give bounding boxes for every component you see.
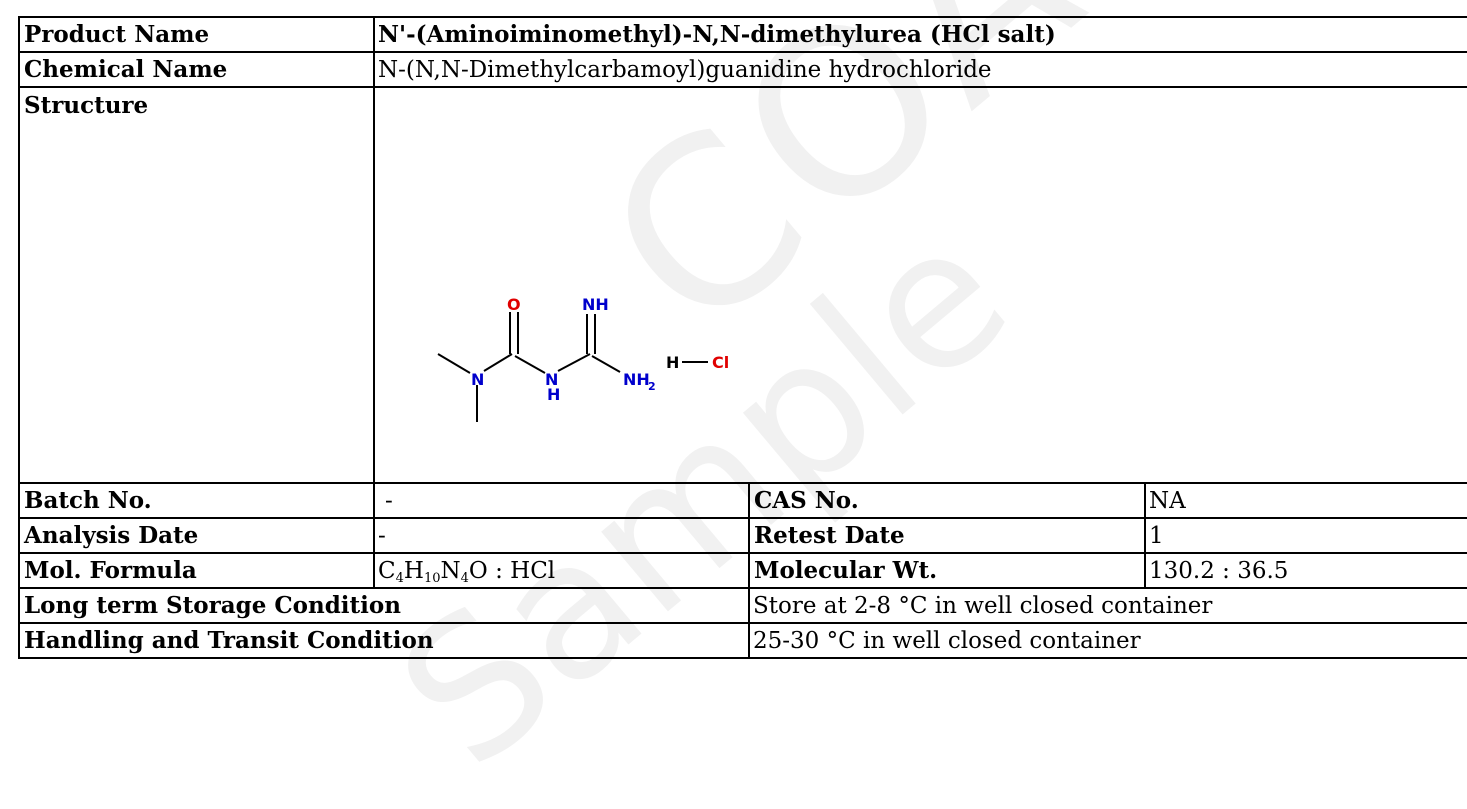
handling-value: 25-30 °C in well closed container — [747, 622, 1467, 659]
cas-label: CAS No. — [748, 482, 1146, 519]
bonds — [437, 312, 708, 422]
nitrogen-atom-amide: N — [545, 370, 558, 389]
batch-value: - — [373, 482, 750, 519]
chemical-name-label: Chemical Name — [18, 51, 375, 88]
row-structure: Structure O N N H — [18, 86, 1467, 484]
oxygen-atom: O — [507, 295, 521, 314]
product-name-label: Product Name — [18, 16, 375, 53]
mol-wt-label: Molecular Wt. — [748, 552, 1146, 589]
long-term-storage-label: Long term Storage Condition — [18, 587, 750, 624]
retest-date-value: 1 — [1143, 517, 1467, 554]
formula-c-count: 4 — [395, 570, 404, 586]
mol-formula-label: Mol. Formula — [18, 552, 375, 589]
formula-c: C — [378, 557, 396, 584]
analysis-date-value: - — [373, 517, 750, 554]
formula-rest: O : HCl — [468, 557, 556, 584]
row-chemical-name: Chemical Name N-(N,N-Dimethylcarbamoyl)g… — [18, 51, 1467, 88]
structure-label: Structure — [18, 86, 375, 484]
row-formula-weight: Mol. Formula C4H10N4O : HCl Molecular Wt… — [18, 552, 1467, 589]
structure-image-cell: O N N H NH NH 2 H Cl — [372, 86, 1467, 484]
hcl-hydrogen: H — [666, 353, 679, 372]
chemical-name-value: N-(N,N-Dimethylcarbamoyl)guanidine hydro… — [372, 51, 1467, 88]
coa-table: Product Name N'-(Aminoiminomethyl)-N,N-d… — [18, 16, 1467, 659]
row-dates: Analysis Date - Retest Date 1 — [18, 517, 1467, 554]
amino-group-subscript: 2 — [648, 380, 656, 393]
product-name-value: N'-(Aminoiminomethyl)-N,N-dimethylurea (… — [372, 16, 1467, 53]
long-term-storage-value: Store at 2-8 °C in well closed container — [747, 587, 1467, 624]
mol-formula-value: C4H10N4O : HCl — [373, 552, 750, 589]
nitrogen-atom-dimethyl: N — [471, 370, 484, 389]
amino-group: NH — [623, 370, 650, 389]
analysis-date-label: Analysis Date — [18, 517, 375, 554]
batch-label: Batch No. — [18, 482, 375, 519]
row-product-name: Product Name N'-(Aminoiminomethyl)-N,N-d… — [18, 16, 1467, 53]
hydrogen-atom-amide: H — [547, 385, 560, 404]
chemical-structure-diagram: O N N H NH NH 2 H Cl — [437, 295, 729, 422]
mol-wt-value: 130.2 : 36.5 — [1143, 552, 1467, 589]
formula-n: N — [440, 557, 461, 584]
formula-h-count: 10 — [423, 570, 441, 586]
retest-date-label: Retest Date — [748, 517, 1146, 554]
handling-label: Handling and Transit Condition — [18, 622, 750, 659]
row-batch-cas: Batch No. - CAS No. NA — [18, 482, 1467, 519]
imino-group: NH — [582, 295, 609, 314]
row-handling: Handling and Transit Condition 25-30 °C … — [18, 622, 1467, 659]
row-long-term-storage: Long term Storage Condition Store at 2-8… — [18, 587, 1467, 624]
cas-value: NA — [1143, 482, 1467, 519]
hcl-chlorine: Cl — [712, 353, 729, 372]
formula-n-count: 4 — [460, 570, 469, 586]
formula-h: H — [403, 557, 424, 584]
